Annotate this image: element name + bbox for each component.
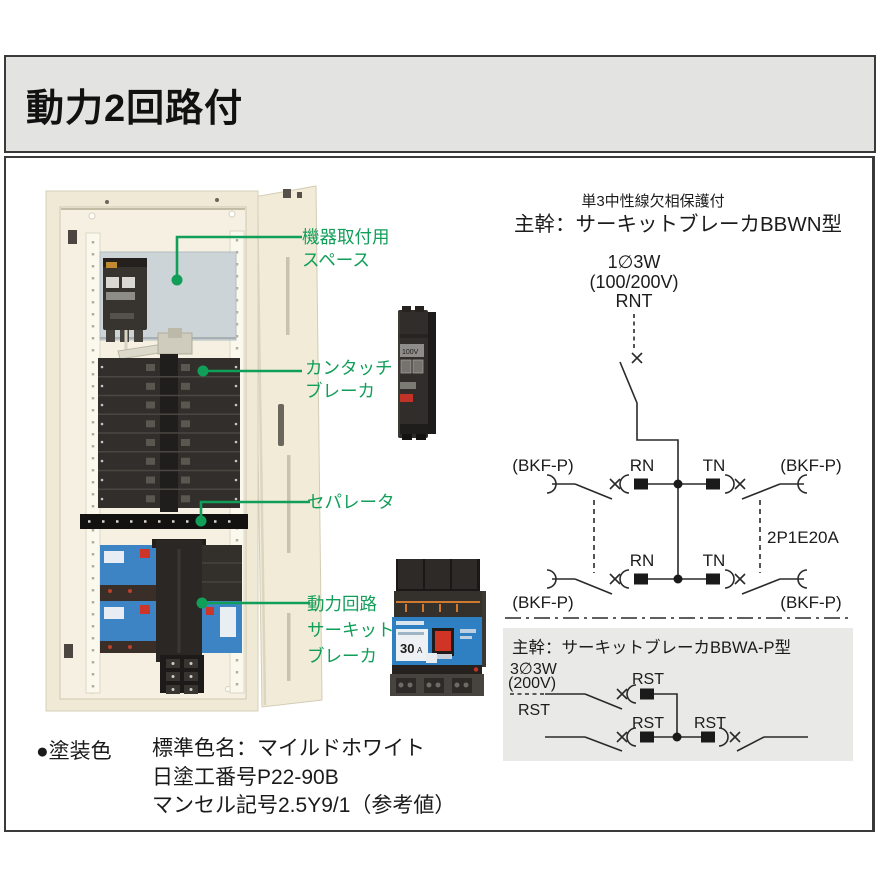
bbwa-source-voltage: (200V)	[508, 675, 556, 692]
callout-line: セパレータ	[307, 492, 395, 512]
rating-unit: A	[417, 646, 423, 655]
branch-rating: 2P1E20A	[767, 528, 839, 547]
callout-line: ブレーカ	[307, 646, 377, 666]
callout-line: ブレーカ	[305, 381, 375, 401]
callout-dot	[171, 274, 183, 286]
panel-door	[253, 185, 323, 708]
callout-dot	[197, 365, 209, 377]
callout-line: 動力回路	[307, 594, 377, 614]
door-vent	[286, 257, 290, 335]
bbwn-source-wires: RNT	[616, 291, 653, 311]
callout-kantouch-breaker: カンタッチ ブレーカ	[305, 357, 393, 403]
page-header: 動力2回路付	[4, 55, 876, 153]
paint-munsell-code: マンセル記号2.5Y9/1（参考値）	[152, 794, 456, 818]
bbwa-lower-left-pole: RST	[632, 715, 664, 732]
paint-jpma-number: 日塗工番号P22-90B	[152, 765, 339, 789]
row2-left-pole: RN	[630, 551, 655, 570]
bbwn-source-voltage: (100/200V)	[589, 272, 678, 292]
callout-dot	[195, 515, 207, 527]
callout-line: サーキット	[307, 620, 395, 640]
bbwa-upper-pole: RST	[632, 671, 664, 688]
bbwn-source-phase: 1∅3W	[608, 252, 661, 272]
paint-standard-color: 標準色名：マイルドホワイト	[152, 737, 425, 760]
callout-power-circuit: 動力回路 サーキット ブレーカ	[307, 591, 395, 669]
row2-right-device: (BKF-P)	[780, 593, 841, 612]
door-vent	[287, 613, 291, 681]
power-breakers	[100, 539, 242, 694]
bbwn-main-switch	[619, 314, 679, 579]
callout-mounting-space: 機器取付用 スペース	[302, 226, 390, 272]
callout-dots	[171, 274, 209, 609]
row1-right-device: (BKF-P)	[780, 456, 841, 475]
page-title: 動力2回路付	[26, 87, 244, 130]
bbwn-title: 主幹：サーキットブレーカBBWN型	[514, 212, 842, 236]
callout-leaders	[175, 235, 310, 605]
bbwn-row1: (BKF-P) RN TN (BKF-P)	[512, 456, 842, 500]
rocker-switch	[435, 631, 451, 651]
row1-right-pole: TN	[703, 456, 726, 475]
bbwn-protection-note: 単3中性線欠相保護付	[581, 193, 724, 210]
paint-color-details: 標準色名：マイルドホワイト 日塗工番号P22-90B マンセル記号2.5Y9/1…	[152, 735, 455, 821]
callout-line: 機器取付用	[302, 227, 390, 247]
callout-dot	[196, 597, 208, 609]
bbwa-diagram: 主幹：サーキットブレーカBBWA-P型 3∅3W (200V) RST RST …	[503, 628, 853, 761]
bbwn-row2: RN TN (BKF-P) (BKF-P)	[512, 551, 841, 612]
wiring-busbar	[117, 328, 193, 360]
bbwa-source-wires: RST	[518, 702, 550, 719]
row1-left-pole: RN	[630, 456, 655, 475]
bbwa-source-phase: 3∅3W	[510, 661, 558, 678]
callout-line: スペース	[302, 250, 370, 270]
branch-breakers	[98, 354, 240, 512]
wiring-diagram: 単3中性線欠相保護付 主幹：サーキットブレーカBBWN型 1∅3W (100/2…	[503, 193, 853, 761]
door-vent	[287, 455, 291, 553]
hinge-mark	[68, 230, 77, 244]
bbwa-lower-right-pole: RST	[694, 715, 726, 732]
callout-line: カンタッチ	[305, 358, 393, 378]
paint-color-heading: ●塗装色	[36, 740, 112, 763]
bbwa-title: 主幹：サーキットブレーカBBWA-P型	[512, 637, 791, 657]
row2-right-pole: TN	[703, 551, 726, 570]
panel-photo	[45, 185, 323, 712]
hinge-mark	[64, 644, 73, 658]
door-handle	[278, 404, 284, 446]
separator-bar	[80, 514, 248, 529]
row2-left-device: (BKF-P)	[512, 593, 573, 612]
row1-left-device: (BKF-P)	[512, 456, 573, 475]
breaker-voltage-label: 100V	[402, 349, 419, 356]
breaker-red-indicator	[400, 394, 413, 402]
callout-separator: セパレータ	[307, 491, 395, 514]
kantouch-breaker-photo: 100V	[398, 306, 436, 440]
power-breaker-photo: 30 A	[390, 559, 486, 696]
rating-current: 30	[400, 641, 414, 656]
main-breaker	[103, 258, 147, 342]
